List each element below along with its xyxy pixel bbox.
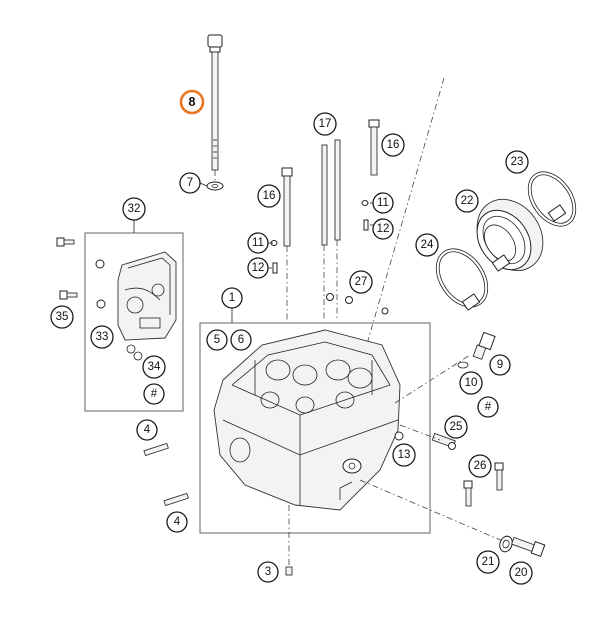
svg-text:1: 1	[229, 292, 235, 304]
callout-25[interactable]: 25	[444, 415, 468, 439]
washer-part	[96, 299, 106, 309]
callout-32[interactable]: 32	[122, 197, 146, 221]
svg-text:8: 8	[189, 95, 196, 109]
callout-11-right[interactable]: 11	[372, 192, 394, 214]
svg-text:25: 25	[450, 421, 463, 433]
callout-1[interactable]: 1	[221, 287, 243, 309]
callout-16-right[interactable]: 16	[381, 133, 405, 157]
callout-4-lower[interactable]: 4	[166, 511, 188, 533]
callout-13[interactable]: 13	[392, 443, 416, 467]
callout-23[interactable]: 23	[505, 150, 529, 174]
svg-text:20: 20	[515, 567, 528, 579]
svg-text:9: 9	[497, 359, 503, 371]
screw-part	[56, 237, 75, 247]
svg-text:3: 3	[265, 566, 271, 578]
banjo-bolt-part	[511, 536, 546, 557]
cylinder-head-bolt-long	[207, 34, 223, 185]
small-o-ring	[361, 200, 369, 206]
callout-35[interactable]: 35	[50, 305, 74, 329]
assembly-axis-line	[359, 77, 445, 369]
callout-20[interactable]: 20	[509, 561, 533, 585]
callout-27[interactable]: 27	[349, 270, 373, 294]
svg-text:5: 5	[214, 334, 220, 346]
svg-text:16: 16	[387, 139, 400, 151]
callout-7[interactable]: 7	[179, 172, 201, 194]
svg-text:#: #	[151, 388, 158, 400]
dowel-pin-part	[163, 492, 189, 507]
callout-12-right[interactable]: 12	[372, 218, 394, 240]
svg-text:21: 21	[482, 556, 495, 568]
plug-part	[394, 431, 404, 441]
callout-8[interactable]: 8	[179, 89, 205, 115]
callout-16-left[interactable]: 16	[257, 184, 281, 208]
nut-part	[345, 296, 353, 304]
washer-part	[206, 181, 224, 191]
sensor-part	[472, 331, 496, 360]
callout-24[interactable]: 24	[415, 233, 439, 257]
pin-part	[285, 566, 293, 576]
callout-34[interactable]: 34	[142, 355, 166, 379]
main-assembly-frame-1	[199, 322, 431, 534]
svg-text:12: 12	[377, 223, 390, 235]
bolt-part	[463, 480, 473, 507]
fitting-part	[431, 432, 456, 450]
callout-hash-left[interactable]: #	[143, 383, 165, 405]
callout-21[interactable]: 21	[476, 550, 500, 574]
callout-11-left[interactable]: 11	[247, 232, 269, 254]
svg-text:10: 10	[465, 377, 478, 389]
svg-text:23: 23	[511, 156, 524, 168]
hose-clamp-23	[527, 171, 577, 227]
callout-17[interactable]: 17	[313, 112, 337, 136]
callout-22[interactable]: 22	[455, 189, 479, 213]
callout-5[interactable]: 5	[206, 329, 228, 351]
svg-text:27: 27	[355, 276, 368, 288]
svg-text:#: #	[485, 401, 492, 413]
svg-text:16: 16	[263, 190, 276, 202]
bolt-16-right	[368, 119, 380, 176]
svg-text:4: 4	[174, 516, 181, 528]
cylinder-head-body	[213, 329, 401, 511]
callout-33[interactable]: 33	[90, 325, 114, 349]
sealing-washer-part	[499, 535, 513, 553]
svg-text:11: 11	[377, 197, 389, 209]
bolt-16-left	[281, 167, 293, 320]
svg-text:6: 6	[238, 334, 244, 346]
intake-flange-22	[476, 198, 544, 272]
o-ring-part	[457, 361, 469, 369]
small-pin	[272, 262, 278, 274]
callout-hash-right[interactable]: #	[477, 396, 499, 418]
screw-part	[59, 290, 78, 300]
bolt-part	[494, 462, 504, 491]
callout-3[interactable]: 3	[257, 561, 279, 583]
svg-text:26: 26	[474, 460, 487, 472]
callout-26[interactable]: 26	[468, 454, 492, 478]
dowel-pin-part	[143, 442, 169, 457]
callout-10[interactable]: 10	[459, 371, 483, 395]
nut-part	[326, 293, 334, 301]
svg-text:34: 34	[148, 361, 161, 373]
callout-9[interactable]: 9	[489, 354, 511, 376]
hose-clamp-24	[435, 248, 489, 311]
camshaft-carrier-part	[117, 251, 177, 341]
svg-text:17: 17	[319, 118, 332, 130]
svg-text:32: 32	[128, 203, 141, 215]
svg-text:4: 4	[144, 424, 151, 436]
callout-4-upper[interactable]: 4	[136, 419, 158, 441]
svg-text:33: 33	[96, 331, 109, 343]
svg-text:7: 7	[187, 177, 193, 189]
washer-part	[95, 259, 105, 269]
callout-12-left[interactable]: 12	[247, 257, 269, 279]
callout-6[interactable]: 6	[230, 329, 252, 351]
svg-text:13: 13	[398, 449, 411, 461]
svg-text:35: 35	[56, 311, 69, 323]
svg-text:11: 11	[252, 237, 264, 249]
nut-part	[381, 307, 389, 315]
svg-text:24: 24	[421, 239, 434, 251]
svg-text:22: 22	[461, 195, 474, 207]
small-pin	[363, 219, 369, 231]
svg-text:12: 12	[252, 262, 265, 274]
stud-bolts-group	[321, 139, 341, 320]
